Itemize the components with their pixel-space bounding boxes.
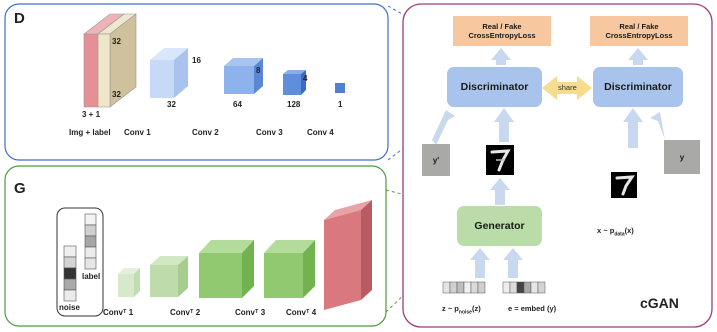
x-dist-sub: data [614, 231, 625, 238]
arrow-up [503, 248, 523, 278]
arrow-up [494, 108, 514, 142]
conv2-channels-label: 32 [167, 100, 176, 109]
z-vector [442, 281, 486, 294]
convt3-cube [199, 240, 254, 298]
conv3-label: Conv 3 [256, 128, 283, 137]
input-layer-label: Img + label [69, 128, 111, 137]
output-cube [335, 83, 345, 93]
arrow-up [490, 178, 510, 205]
loss-line-1: Real / Fake [482, 22, 522, 31]
noise-vector-label: noise [59, 303, 80, 312]
arrow-up [470, 248, 490, 278]
loss-box-left: Real / Fake CrossEntropyLoss [453, 16, 551, 46]
conv4-size-label: 4 [303, 74, 308, 83]
z-suffix: (z) [471, 304, 481, 313]
conv4-channels-label: 128 [287, 100, 301, 109]
z-sub: noise [458, 309, 472, 316]
x-distribution-label: x ~ pdata(x) [597, 226, 634, 238]
y-block: y [664, 140, 700, 174]
e-vector [502, 281, 546, 294]
convt3-label: Convᵀ 3 [235, 308, 266, 317]
arrow-up [491, 48, 511, 65]
conv1-label: Conv 1 [124, 128, 151, 137]
convt1-cube [118, 268, 140, 297]
input-size-label: 32 [112, 37, 121, 46]
generated-digit-image [486, 145, 514, 175]
share-arrow [542, 76, 592, 100]
y-prime-block: y' [422, 144, 450, 176]
conv2-size-label: 16 [192, 56, 201, 65]
input-size-label: 32 [112, 90, 121, 99]
e-embed-label: e = embed (y) [508, 304, 557, 313]
convt1-label: Convᵀ 1 [103, 308, 134, 317]
label-vector-label: label [82, 272, 101, 281]
input-layer-cube [83, 13, 137, 108]
discriminator-left: Discriminator [447, 67, 542, 107]
generator-node: Generator [457, 206, 542, 246]
conv2-cube [150, 48, 188, 98]
conv4-label: Conv 4 [307, 128, 334, 137]
arrow-up [628, 48, 648, 65]
convt4-cube [264, 240, 315, 298]
loss-box-right: Real / Fake CrossEntropyLoss [590, 16, 688, 46]
z-distribution-label: z ~ pnoise(z) [442, 304, 481, 316]
z-prefix: z ~ p [442, 304, 459, 313]
g-panel-letter: G [14, 180, 26, 197]
conv3-size-label: 8 [256, 66, 261, 75]
convt2-label: Convᵀ 2 [170, 308, 201, 317]
real-digit-image [611, 172, 637, 198]
loss-line-2: CrossEntropyLoss [468, 31, 536, 40]
convt2-cube [150, 256, 188, 297]
arrow-up [650, 112, 667, 145]
conv3-channels-label: 64 [233, 100, 242, 109]
d-panel-letter: D [14, 10, 25, 27]
input-channels-label: 3 + 1 [82, 110, 101, 119]
conv4-cube [283, 70, 306, 95]
loss-line-2: CrossEntropyLoss [605, 31, 673, 40]
cgan-title: cGAN [640, 295, 679, 311]
x-dist-prefix: x ~ p [597, 226, 615, 235]
g-output-cube [324, 200, 372, 310]
conv3-cube [224, 58, 263, 94]
x-dist-suffix: (x) [624, 226, 634, 235]
output-channels-label: 1 [338, 100, 343, 109]
discriminator-right: Discriminator [593, 67, 683, 107]
arrow-up [623, 108, 643, 148]
conv2-label: Conv 2 [192, 128, 219, 137]
label-vector [84, 213, 97, 270]
arrow-up [432, 110, 455, 145]
convt4-label: Convᵀ 4 [286, 308, 317, 317]
share-label: share [558, 83, 577, 92]
loss-line-1: Real / Fake [619, 22, 659, 31]
noise-vector [63, 245, 77, 302]
